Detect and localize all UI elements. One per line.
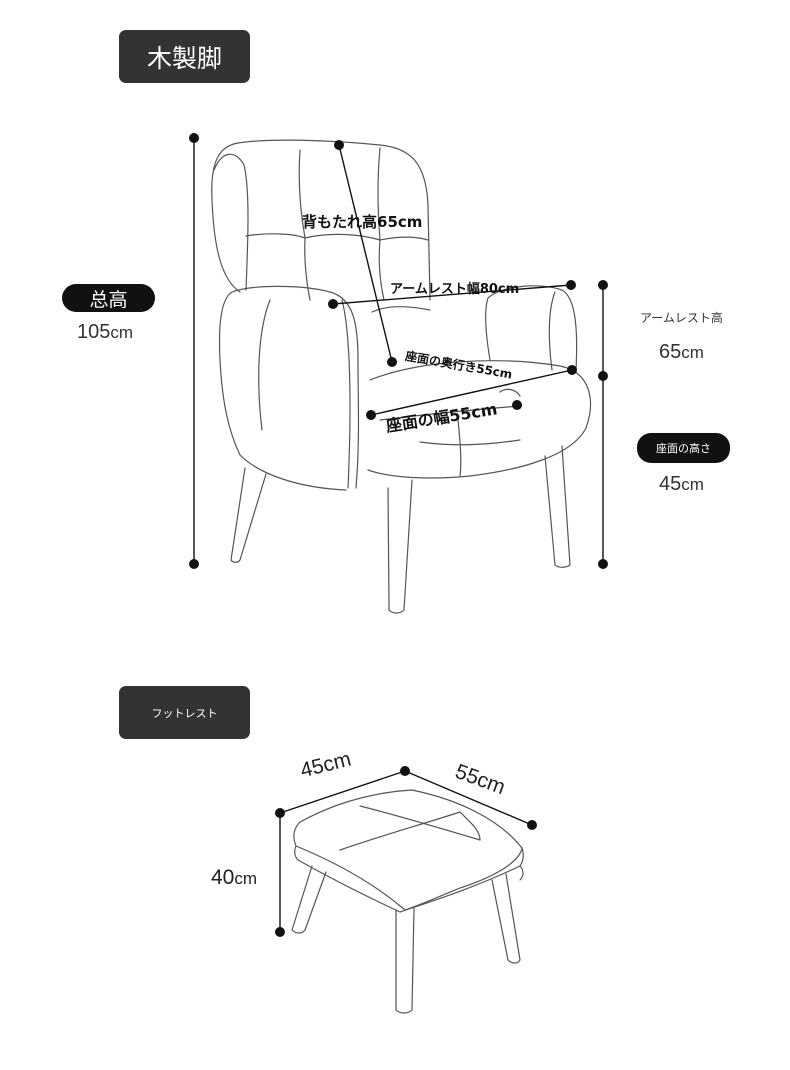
seat-height-number: 45 [659,473,682,495]
armrest-height-number: 65 [659,341,682,363]
total-height-number: 105 [77,321,111,343]
ottoman-sketch [291,789,524,1014]
chair-dimensions [189,133,608,569]
backrest-height-label: 背もたれ高65cm [302,213,423,231]
seat-height-value: 45cm [659,473,704,496]
armrest-width-label: アームレスト幅80cm [390,282,520,297]
armrest-height-label: アームレスト高 [640,311,723,325]
armrest-height-value: 65cm [659,341,704,364]
wood-legs-label: 木製脚 [146,43,222,73]
total-height-badge: 总高 [62,284,155,312]
footrest-label-box: フットレスト [119,686,250,739]
seat-height-label: 座面の高さ [656,442,711,455]
wood-legs-label-box: 木製脚 [119,30,250,83]
footrest-height-value: 40cm [211,866,257,890]
total-height-label: 总高 [89,288,128,311]
footrest-height-number: 40 [211,866,235,889]
seat-height-unit: cm [681,475,704,494]
total-height-value: 105cm [77,321,133,344]
footrest-height-unit: cm [234,869,258,888]
seat-height-badge: 座面の高さ [637,433,730,463]
armrest-height-unit: cm [681,343,704,362]
chair-sketch [211,139,592,614]
ottoman-dimensions [275,766,537,937]
total-height-unit: cm [110,323,134,342]
footrest-label: フットレスト [151,706,218,720]
